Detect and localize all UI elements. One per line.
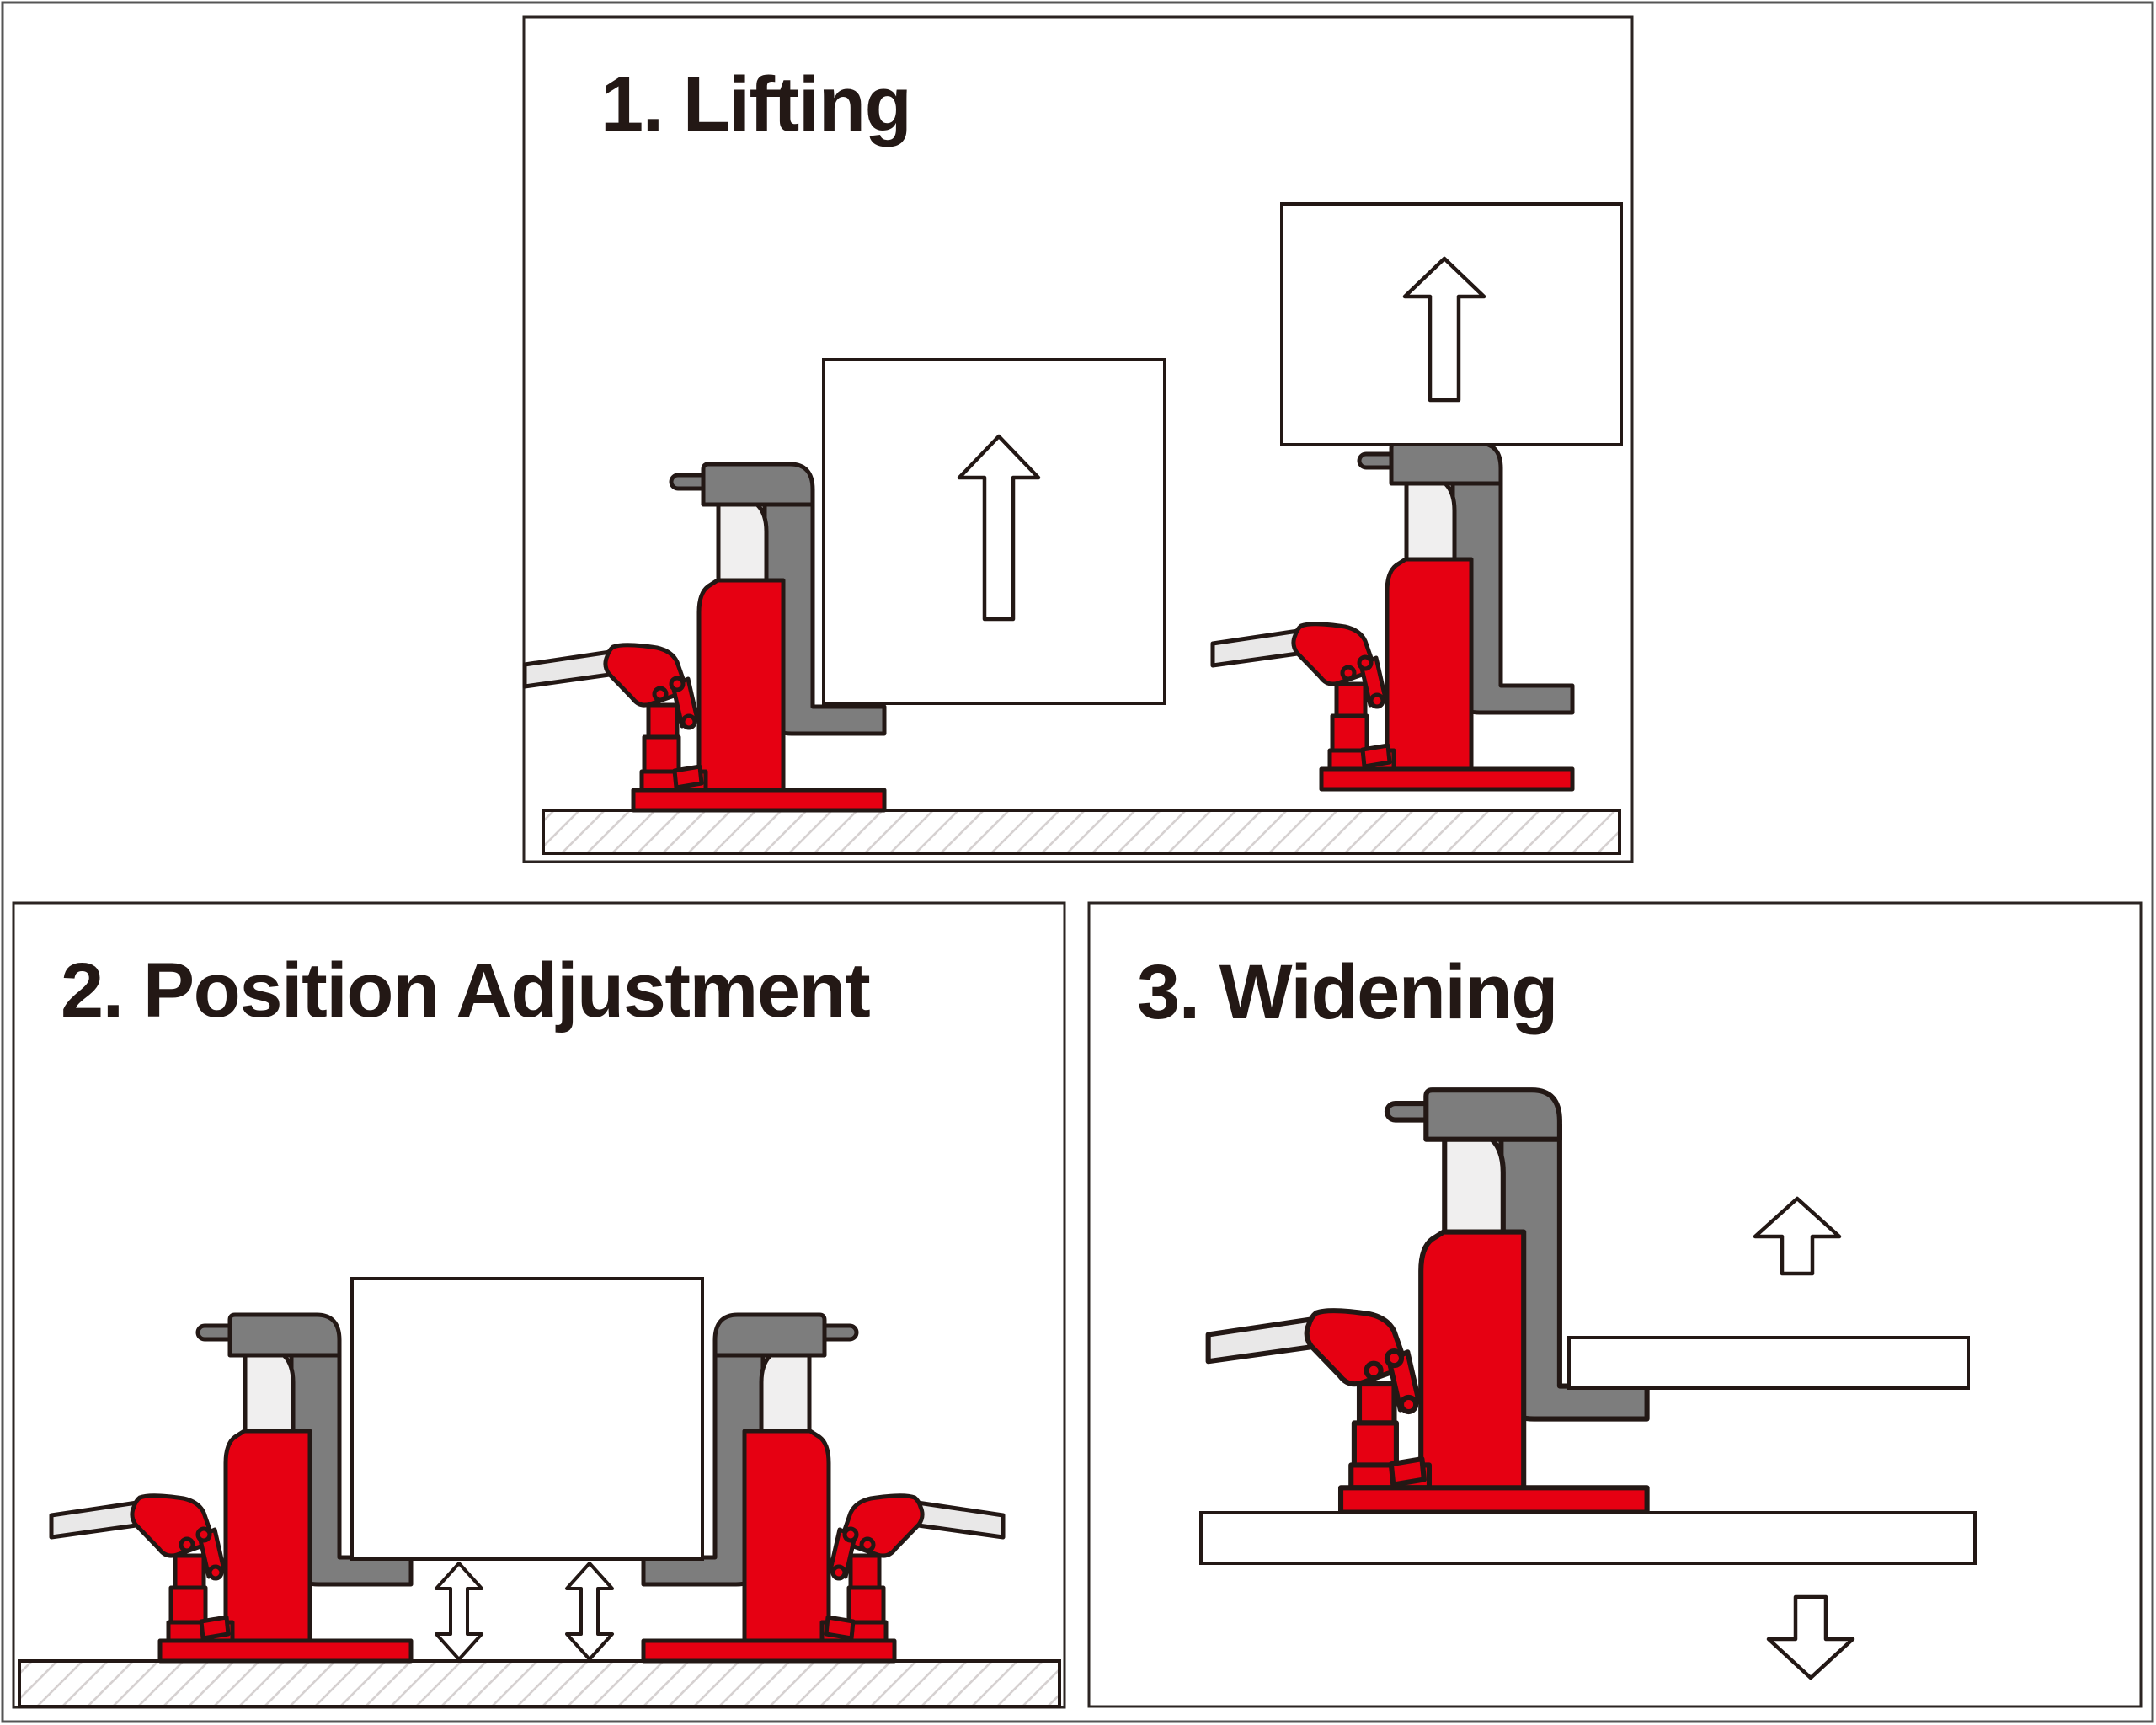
- panel-title-lifting: 1. Lifting: [600, 61, 910, 147]
- up-arrow-icon: [957, 434, 1041, 622]
- upper-board: [1567, 1336, 1970, 1390]
- up-arrow-icon: [1753, 1196, 1842, 1276]
- panel-title-widening: 3. Widening: [1137, 949, 1557, 1035]
- up-down-arrow-icon: [565, 1562, 614, 1661]
- panel-position-adjustment: 2. Position Adjustment: [12, 901, 1066, 1709]
- down-arrow-icon: [1766, 1594, 1855, 1680]
- load-box: [350, 1277, 704, 1561]
- ground: [542, 809, 1621, 855]
- panel-title-position-adjustment: 2. Position Adjustment: [61, 948, 870, 1033]
- lower-board: [1199, 1511, 1977, 1565]
- panel-frame: [1087, 901, 2143, 1708]
- panel-widening: 3. Widening: [1087, 901, 2143, 1708]
- up-down-arrow-icon: [435, 1562, 483, 1661]
- ground: [18, 1659, 1061, 1708]
- panel-lifting: 1. Lifting: [522, 15, 1634, 863]
- up-arrow-icon: [1402, 256, 1486, 403]
